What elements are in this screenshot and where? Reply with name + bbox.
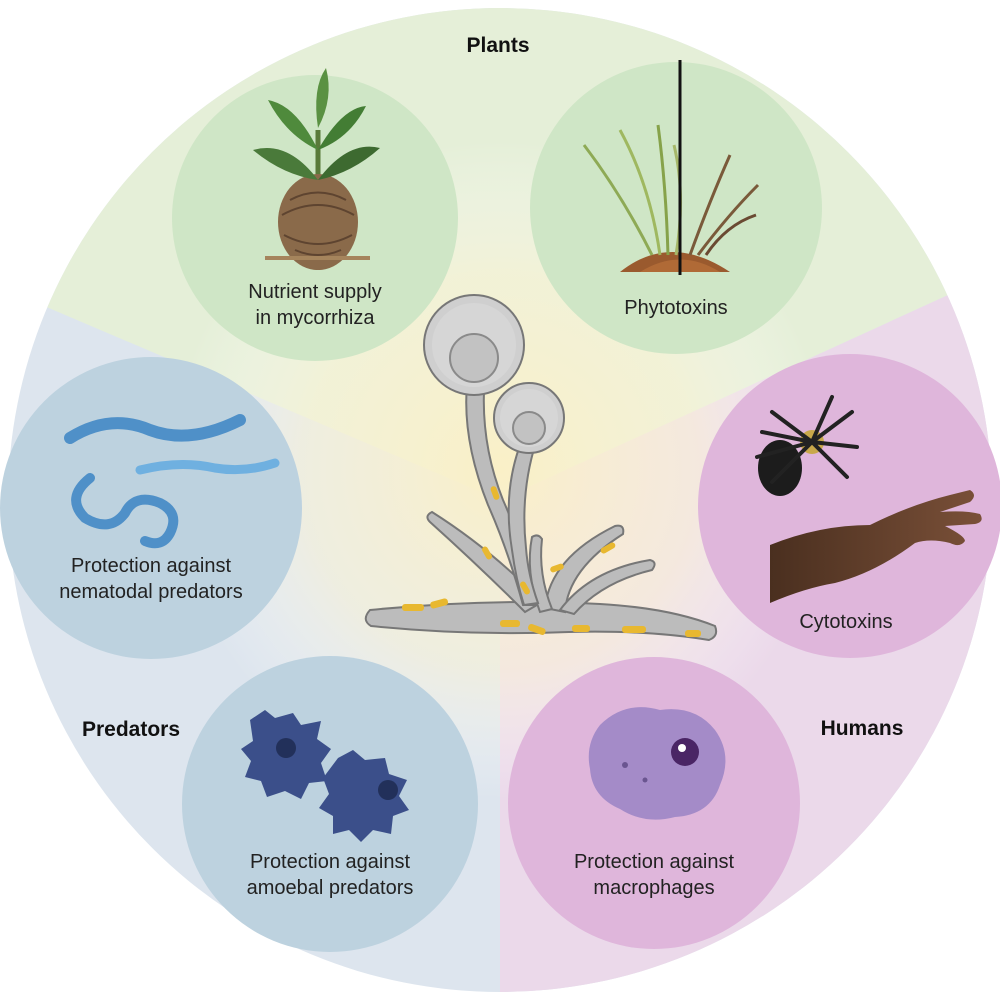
nematodal-label-line1: Protection against [71, 555, 232, 577]
bacteria-granules [402, 486, 701, 637]
macrophages-label-line1: Protection against [574, 851, 735, 873]
amoebal-panel: Protection against amoebal predators [182, 656, 478, 952]
macrophages-label-line2: macrophages [593, 877, 714, 899]
cytotoxins-label: Cytotoxins [799, 611, 892, 633]
amoeba-icon [241, 710, 409, 842]
macrophage-icon [588, 707, 726, 820]
fungus-illustration [364, 294, 718, 642]
nematodal-panel: Protection against nematodal predators [0, 357, 302, 659]
cytotoxins-panel: Cytotoxins [698, 354, 1000, 658]
spider-hand-icon [755, 395, 982, 603]
macrophages-panel: Protection against macrophages [508, 657, 800, 949]
phytotoxins-panel: Phytotoxins [530, 60, 822, 354]
sector-label-predators: Predators [82, 718, 180, 741]
nutrient-label-line1: Nutrient supply [248, 281, 381, 303]
nutrient-label-line2: in mycorrhiza [256, 307, 376, 329]
sector-label-plants: Plants [466, 34, 529, 57]
nematode-icon [64, 414, 280, 549]
plant-icon [253, 68, 380, 270]
nematodal-label-line2: nematodal predators [59, 581, 242, 603]
sector-label-humans: Humans [821, 717, 904, 740]
grass-icon [582, 60, 760, 275]
phytotoxins-label: Phytotoxins [624, 297, 727, 319]
nutrient-supply-panel: Nutrient supply in mycorrhiza [172, 68, 458, 361]
amoebal-label-line1: Protection against [250, 851, 411, 873]
amoebal-label-line2: amoebal predators [247, 877, 414, 899]
